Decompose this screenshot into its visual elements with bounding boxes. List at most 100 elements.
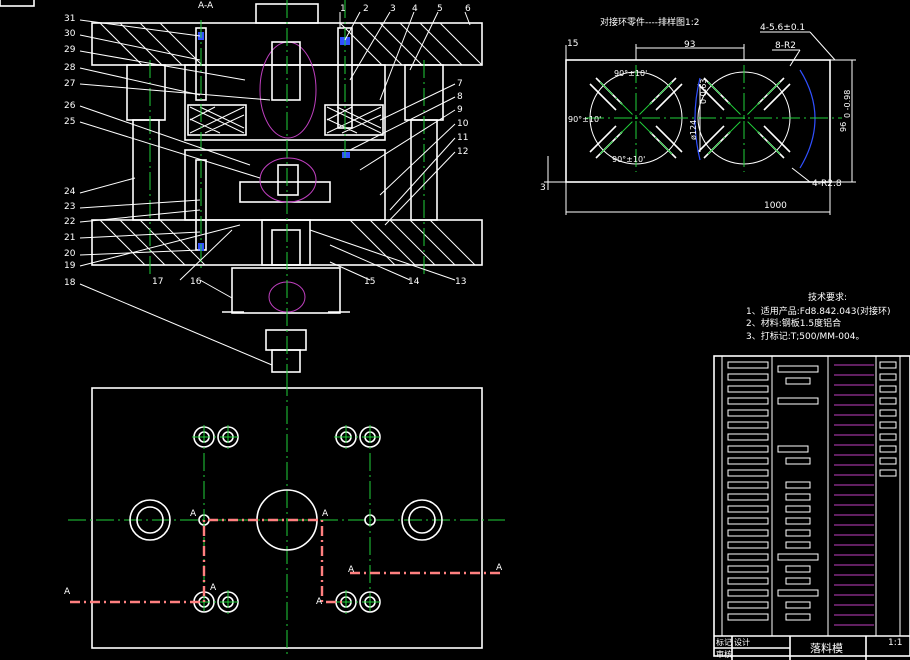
part-number-18: 18 [64,278,76,288]
layout-title: 对接环零件----排样图1:2 [600,16,699,28]
section-view: A-A [64,0,483,380]
lower-bore-inner [271,229,301,266]
part-number-19: 19 [64,261,76,271]
dim-tolerance-holes: 4-5.6±0.1 [760,23,805,33]
dim-angle-bottom: 90°±10' [612,155,645,164]
cut-marker-a6: A [348,565,355,575]
part-number-9: 9 [457,105,463,115]
leader-lines [79,11,471,366]
rubber-spring-holder [231,267,341,314]
part-number-24: 24 [64,187,76,197]
insulator-left [187,104,247,136]
tech-item-1: 1、适用产品:Fd8.842.043(对接环) [746,305,890,317]
part-number-27: 27 [64,79,75,89]
hole-center-marks [192,425,382,614]
title-block-label-3: 审核 [716,649,732,659]
cut-marker-a5: A [316,597,323,607]
guide-hole-right-inner [408,506,436,534]
tech-heading: 技术要求: [808,291,847,303]
cut-marker-a7: A [496,563,503,573]
punch-holder [271,41,301,101]
guide-post-left [132,119,160,221]
guide-hole-right-outer [401,499,443,541]
strip-outline [565,59,831,183]
dim-diameter: ø124 [689,120,698,140]
part-number-23: 23 [64,202,75,212]
guide-hole-left-inner [136,506,164,534]
layout-center-lines [586,65,842,172]
part-number-16: 16 [190,277,202,287]
blank-arc-right [799,69,816,169]
upper-die-block [184,64,386,141]
part-number-25: 25 [64,117,75,127]
dim-1000: 1000 [764,201,787,211]
title-block-label-2: 设计 [734,637,750,647]
lower-bore [261,219,311,266]
lower-punch-hatch [259,157,317,203]
part-number-2: 2 [363,4,369,14]
bom-column-lines [721,356,901,636]
guide-hole-left-outer [129,499,171,541]
part-number-29: 29 [64,45,76,55]
part-number-1: 1 [340,4,346,14]
cut-marker-a4: A [322,509,329,519]
title-block-label-1: 标记 [716,637,732,647]
part-number-21: 21 [64,233,75,243]
part-number-5: 5 [437,4,443,14]
part-number-10: 10 [457,119,469,129]
part-number-20: 20 [64,249,76,259]
part-number-8: 8 [457,92,463,102]
stripper-plate [239,181,331,203]
dim-angle-left: 90°±10' [568,115,601,124]
part-number-14: 14 [408,277,420,287]
part-number-12: 12 [457,147,468,157]
lower-plate-hatch [99,219,476,266]
dim-diameter-tolerance: 0 0.63 [699,79,708,104]
dim-radius-r28: 4-R2.8 [812,179,842,189]
insulator-crosshatch [189,106,382,134]
drawing-name: 落料模 [810,641,843,655]
bom-cells [727,361,897,621]
part-number-3: 3 [390,4,396,14]
part-number-22: 22 [64,217,75,227]
punch-section-hatch [259,41,317,139]
part-number-6: 6 [465,4,471,14]
nut-upper [265,329,307,351]
cut-marker-a2: A [190,509,197,519]
plan-view: A A A A A A A [64,378,505,655]
part-number-17: 17 [152,277,163,287]
technical-requirements: 技术要求: 1、适用产品:Fd8.842.043(对接环) 2、材料:钢板1.5… [746,291,890,342]
dim-15: 15 [567,39,578,49]
bom-row-lines [834,364,874,626]
part-number-28: 28 [64,63,76,73]
ejector-pin [277,164,299,196]
cut-marker-a1: A [64,587,71,597]
bill-of-materials: 标记 设计 审核 落料模 1:1 [713,355,910,660]
part-number-11: 11 [457,133,468,143]
drawing-scale: 1:1 [888,638,902,648]
section-cut-line [70,518,500,604]
insulator-right [324,104,384,136]
lower-die-block [184,149,386,221]
bom-frame [713,355,910,657]
part-number-30: 30 [64,29,76,39]
guide-bush-left [126,64,166,121]
upper-plate-hatch [99,22,483,66]
sheet-corner-frame [0,0,35,7]
part-number-7: 7 [457,79,463,89]
dim-width-tolerance: 0 -0.98 [843,90,852,118]
layout-dimension-lines [544,31,856,215]
tech-item-2: 2、材料:钢板1.5度铝合 [746,317,841,329]
cut-marker-a3: A [210,583,217,593]
part-number-13: 13 [455,277,466,287]
dim-93: 93 [684,40,695,50]
part-number-26: 26 [64,101,76,111]
part-number-4: 4 [412,4,418,14]
section-view-label: A-A [198,1,214,11]
dim-width-96: 96 [839,122,848,132]
pin-mark [342,152,350,158]
dim-angle-top: 90°±10' [614,69,647,78]
blank-arc-mid [694,77,701,161]
nut-lower [271,349,301,373]
